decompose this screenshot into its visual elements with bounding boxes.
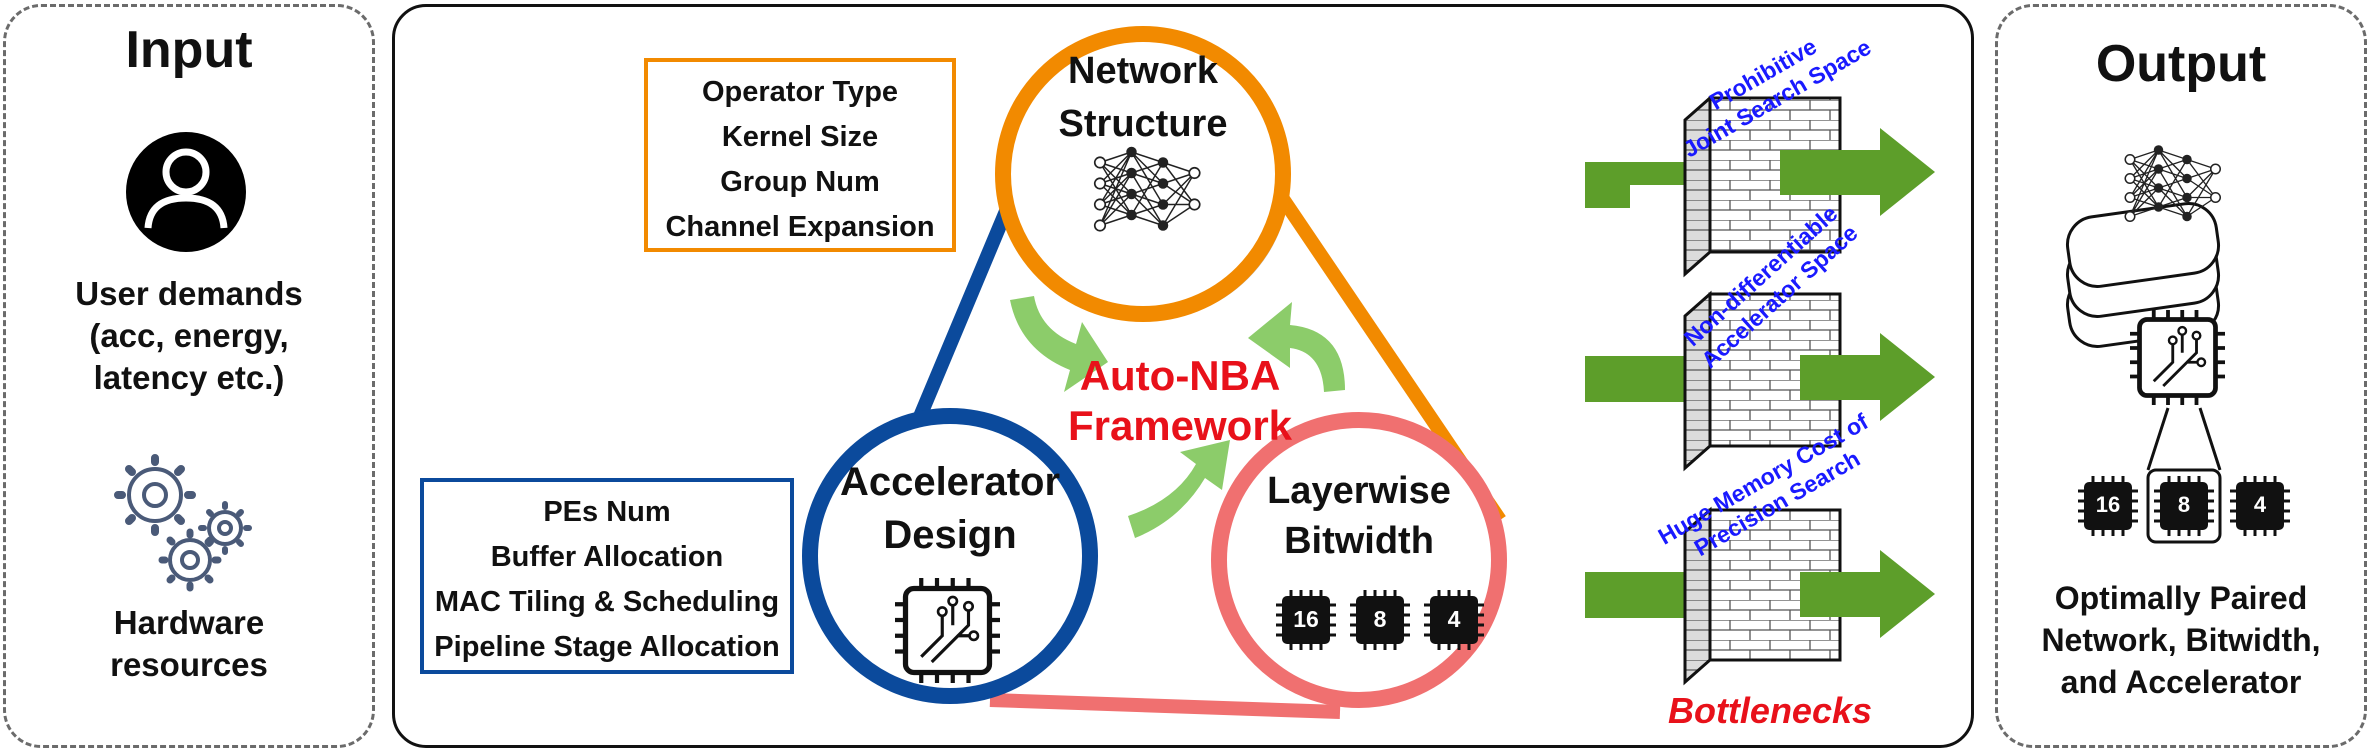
center-title-line-2: Framework <box>1067 402 1293 449</box>
accel-attr-buffer-allocation: Buffer Allocation <box>490 541 724 573</box>
output-panel <box>1995 4 2367 748</box>
network-attr-group-num: Group Num <box>720 166 880 198</box>
user-demands-line-3: latency etc.) <box>93 359 285 396</box>
output-caption-line-2: Network, Bitwidth, <box>2041 622 2321 658</box>
hardware-line-1: Hardware <box>113 604 265 641</box>
bitwidth-title-line-1: Layerwise <box>1267 470 1451 512</box>
bitwidth-chip-label-4: 4 <box>1447 606 1461 632</box>
network-attr-operator-type: Operator Type <box>701 76 899 108</box>
output-caption-line-1: Optimally Paired <box>2054 580 2308 616</box>
bottleneck-wall-3 <box>1585 506 1935 686</box>
bitwidth-chip-label-16: 16 <box>1293 606 1319 632</box>
bitwidth-chip-label-8: 8 <box>1373 606 1387 632</box>
network-title-line-1: Network <box>1068 50 1218 92</box>
user-demands-line-2: (acc, energy, <box>89 317 289 354</box>
output-chip-icon <box>2130 310 2225 405</box>
framework-panel <box>392 4 1974 748</box>
network-title-line-2: Structure <box>1058 103 1228 145</box>
accelerator-title-line-2: Design <box>883 513 1017 557</box>
bottleneck-wall-2 <box>1585 290 1935 472</box>
output-chip-label-8: 8 <box>2177 492 2191 517</box>
network-attributes-box: Operator Type Kernel Size Group Num Chan… <box>644 58 956 252</box>
bitwidth-title-line-2: Bitwidth <box>1284 520 1434 562</box>
network-attr-kernel-size: Kernel Size <box>721 121 879 153</box>
accelerator-attributes-box: PEs Num Buffer Allocation MAC Tiling & S… <box>420 478 794 674</box>
input-panel <box>3 4 375 748</box>
output-title: Output <box>2095 35 2267 93</box>
edge-accelerator-bitwidth <box>989 693 1341 719</box>
accel-attr-pes-num: PEs Num <box>543 496 671 528</box>
output-caption-line-3: and Accelerator <box>2060 664 2302 700</box>
input-title: Input <box>125 21 253 79</box>
hardware-line-2: resources <box>110 646 268 683</box>
network-attr-channel-expansion: Channel Expansion <box>665 211 935 243</box>
accelerator-circle <box>802 408 1098 704</box>
accelerator-chip-icon <box>895 578 1000 683</box>
output-chip-label-16: 16 <box>2095 492 2121 517</box>
accel-attr-pipeline-stage: Pipeline Stage Allocation <box>434 631 780 663</box>
output-chip-label-4: 4 <box>2253 492 2267 517</box>
bottleneck-wall-1 <box>1585 94 1935 278</box>
accel-attr-mac-tiling: MAC Tiling & Scheduling <box>434 586 780 618</box>
output-connector-lines <box>2146 407 2222 471</box>
bottlenecks-label: Bottlenecks <box>1667 690 1873 731</box>
cycle-arrows <box>1010 296 1345 538</box>
center-title-line-1: Auto-NBA <box>1079 352 1281 399</box>
gears-icon <box>114 454 252 592</box>
output-network-stack-icon <box>2065 144 2222 348</box>
user-demands-line-1: User demands <box>75 275 303 312</box>
accelerator-title-line-1: Accelerator <box>839 460 1061 504</box>
user-icon <box>126 132 246 252</box>
